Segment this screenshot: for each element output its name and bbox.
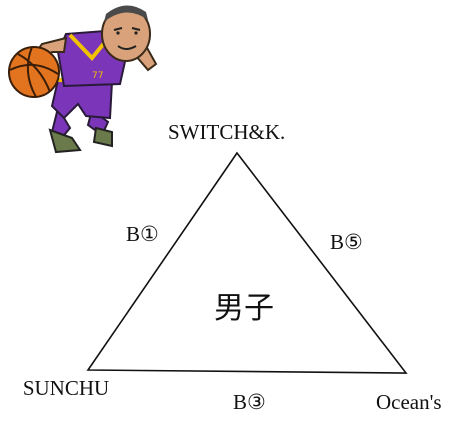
vertex-label-bottom-right: Ocean's <box>376 390 442 414</box>
edge-label-left: B① <box>126 222 159 246</box>
edge-label-bottom: B③ <box>233 390 266 414</box>
center-label: 男子 <box>214 291 274 326</box>
vertex-label-bottom-left: SUNCHU <box>22 376 110 400</box>
vertex-label-top: SWITCH&K. <box>168 120 286 144</box>
basketball-player-icon: 77 <box>8 5 158 154</box>
svg-text:77: 77 <box>92 71 103 81</box>
edge-label-right: B⑤ <box>330 230 363 254</box>
